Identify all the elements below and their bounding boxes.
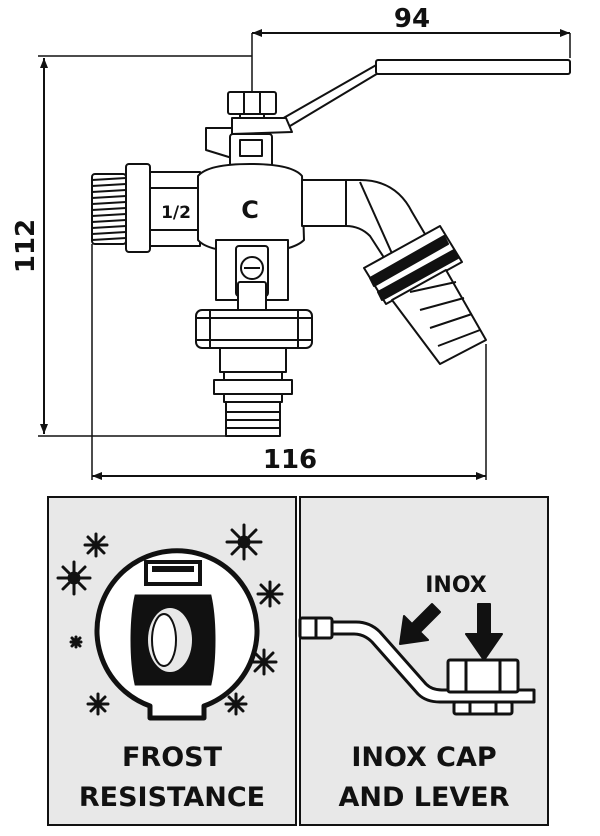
snowflake-icon (224, 692, 248, 716)
inox-arrow-icons (399, 603, 503, 661)
panel-frost-resistance: FROST RESISTANCE (47, 496, 297, 826)
panel-inox-bg (299, 496, 549, 826)
hose-tail (391, 269, 487, 365)
panel-inox-title-line1: INOX CAP (351, 742, 496, 773)
snowflake-icon (83, 532, 109, 558)
panel-frost-title-line1: FROST (122, 742, 223, 773)
dim-label-height: 112 (11, 219, 41, 273)
panel-inox-title-line2: AND LEVER (338, 782, 509, 813)
arrow-down-icon (465, 603, 503, 661)
dimension-lines (38, 29, 571, 480)
lower-ring-nut (195, 309, 313, 349)
inox-label: INOX (425, 573, 487, 598)
snowflake-icons (56, 523, 284, 716)
dim-label-bottom: 116 (263, 445, 317, 475)
snowflake-icon (256, 580, 284, 608)
dim-label-top: 94 (394, 4, 430, 34)
snowflake-icon (86, 692, 110, 716)
valve-drawing (91, 59, 571, 437)
snowflake-icon (250, 648, 278, 676)
stem-nut (227, 91, 277, 115)
panel-frost-title-line2: RESISTANCE (79, 782, 265, 813)
inox-lever-icon (298, 616, 536, 716)
snowflake-icon (225, 523, 263, 561)
thread-size-label: 1/2 (161, 203, 191, 223)
snowflake-icon (56, 560, 92, 596)
outlet-nut (363, 225, 463, 305)
snowflake-icon (69, 635, 83, 649)
arrow-diagonal-icon (399, 603, 441, 645)
panel-inox: INOX INOX CAP AND LEVER (298, 496, 549, 826)
frost-valve-icon (94, 548, 260, 721)
brand-logo: C (241, 196, 259, 224)
